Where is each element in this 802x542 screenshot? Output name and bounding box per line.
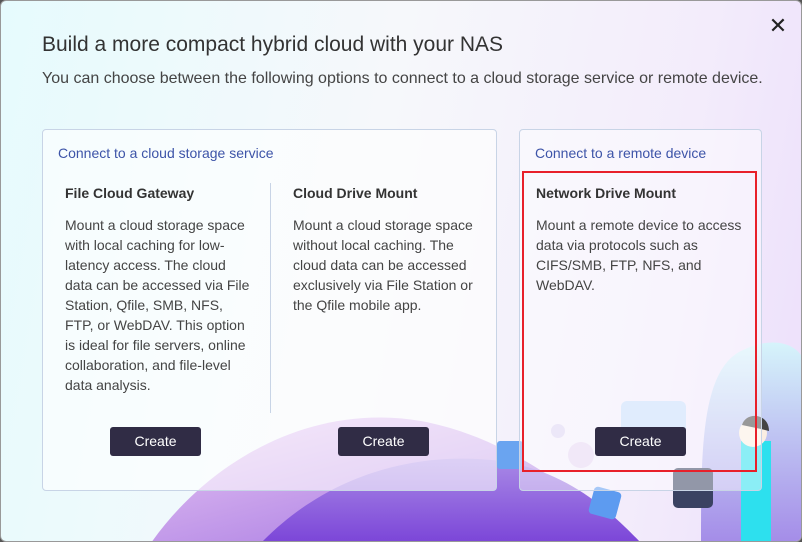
dialog-title: Build a more compact hybrid cloud with y… [42,33,504,56]
cloud-drive-mount-option: Cloud Drive Mount Mount a cloud storage … [293,185,483,315]
network-drive-mount-create-button[interactable]: Create [595,427,686,456]
close-icon[interactable]: ✕ [768,13,788,38]
dialog-subtitle: You can choose between the following opt… [42,70,763,87]
cloud-storage-card: Connect to a cloud storage service File … [42,129,497,491]
divider [270,183,271,413]
option-description: Mount a remote device to access data via… [536,217,742,293]
remote-device-heading: Connect to a remote device [535,145,707,161]
option-title: File Cloud Gateway [65,185,195,201]
network-drive-mount-option: Network Drive Mount Mount a remote devic… [536,185,748,295]
option-title: Network Drive Mount [536,185,677,201]
file-cloud-gateway-option: File Cloud Gateway Mount a cloud storage… [65,185,255,395]
file-cloud-gateway-create-button[interactable]: Create [110,427,201,456]
cloud-drive-mount-create-button[interactable]: Create [338,427,429,456]
selection-highlight [522,171,757,472]
option-description: Mount a cloud storage space without loca… [293,217,473,313]
remote-device-card: Connect to a remote device Network Drive… [519,129,762,491]
cloud-storage-heading: Connect to a cloud storage service [58,145,274,161]
option-title: Cloud Drive Mount [293,185,418,201]
option-description: Mount a cloud storage space with local c… [65,217,250,393]
